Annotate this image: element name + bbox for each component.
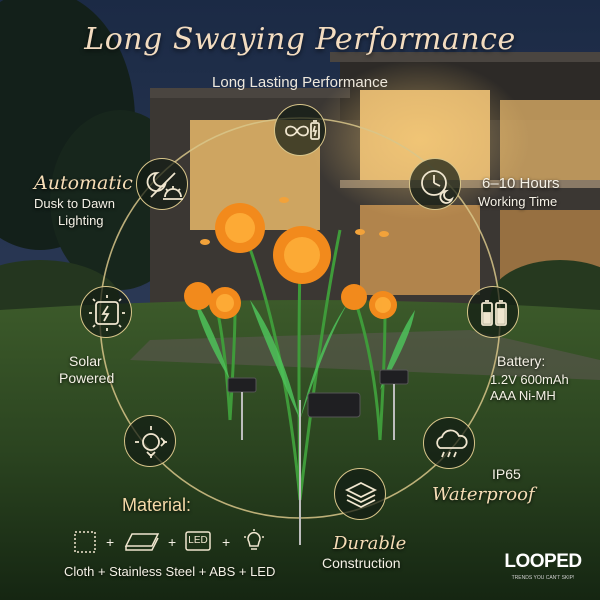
plus-sign: + bbox=[168, 534, 177, 550]
led-chip-text: LED bbox=[188, 535, 208, 546]
powered-text: Powered bbox=[59, 370, 115, 386]
brand-logo-text: LOOPED bbox=[504, 551, 582, 572]
led-chip-icon: LED bbox=[184, 529, 212, 553]
working-time-text: Working Time bbox=[478, 194, 558, 209]
battery-cells-icon bbox=[467, 286, 519, 338]
durable-label: Durable bbox=[333, 533, 407, 554]
dusk-to-dawn-text: Dusk to Dawn bbox=[34, 196, 115, 211]
clock-moon-icon bbox=[409, 158, 461, 210]
brand-logo: LOOPED TRENDS YOU CAN'T SKIP! bbox=[500, 551, 586, 587]
battery-heading: Battery: bbox=[497, 353, 546, 369]
sun-arrows-icon bbox=[124, 415, 176, 467]
plus-sign: + bbox=[222, 534, 231, 550]
solar-panel-icon bbox=[80, 286, 132, 338]
bulb-icon bbox=[244, 529, 264, 550]
moon-sun-icon bbox=[136, 158, 188, 210]
automatic-label: Automatic bbox=[34, 172, 133, 194]
waterproof-label: Waterproof bbox=[432, 484, 535, 505]
solar-text: Solar bbox=[69, 353, 102, 369]
lighting-text: Lighting bbox=[58, 213, 104, 228]
page-subtitle: Long Lasting Performance bbox=[212, 74, 388, 91]
rain-cloud-icon bbox=[423, 417, 475, 469]
construction-text: Construction bbox=[322, 555, 401, 571]
infinity-battery-icon bbox=[274, 104, 326, 156]
material-caption: Cloth + Stainless Steel + ABS + LED bbox=[64, 564, 276, 579]
steel-sheets-icon bbox=[124, 533, 160, 551]
cloth-icon bbox=[74, 531, 96, 553]
ip65-text: IP65 bbox=[492, 466, 521, 482]
plus-sign: + bbox=[106, 534, 115, 550]
page-title: Long Swaying Performance bbox=[84, 22, 516, 57]
material-heading: Material: bbox=[122, 495, 192, 515]
battery-type-text: AAA Ni-MH bbox=[490, 388, 556, 403]
brand-tagline: TRENDS YOU CAN'T SKIP! bbox=[511, 575, 575, 581]
hours-text: 6–10 Hours bbox=[482, 175, 560, 192]
layers-icon bbox=[334, 468, 386, 520]
battery-spec-text: 1.2V 600mAh bbox=[490, 372, 569, 387]
